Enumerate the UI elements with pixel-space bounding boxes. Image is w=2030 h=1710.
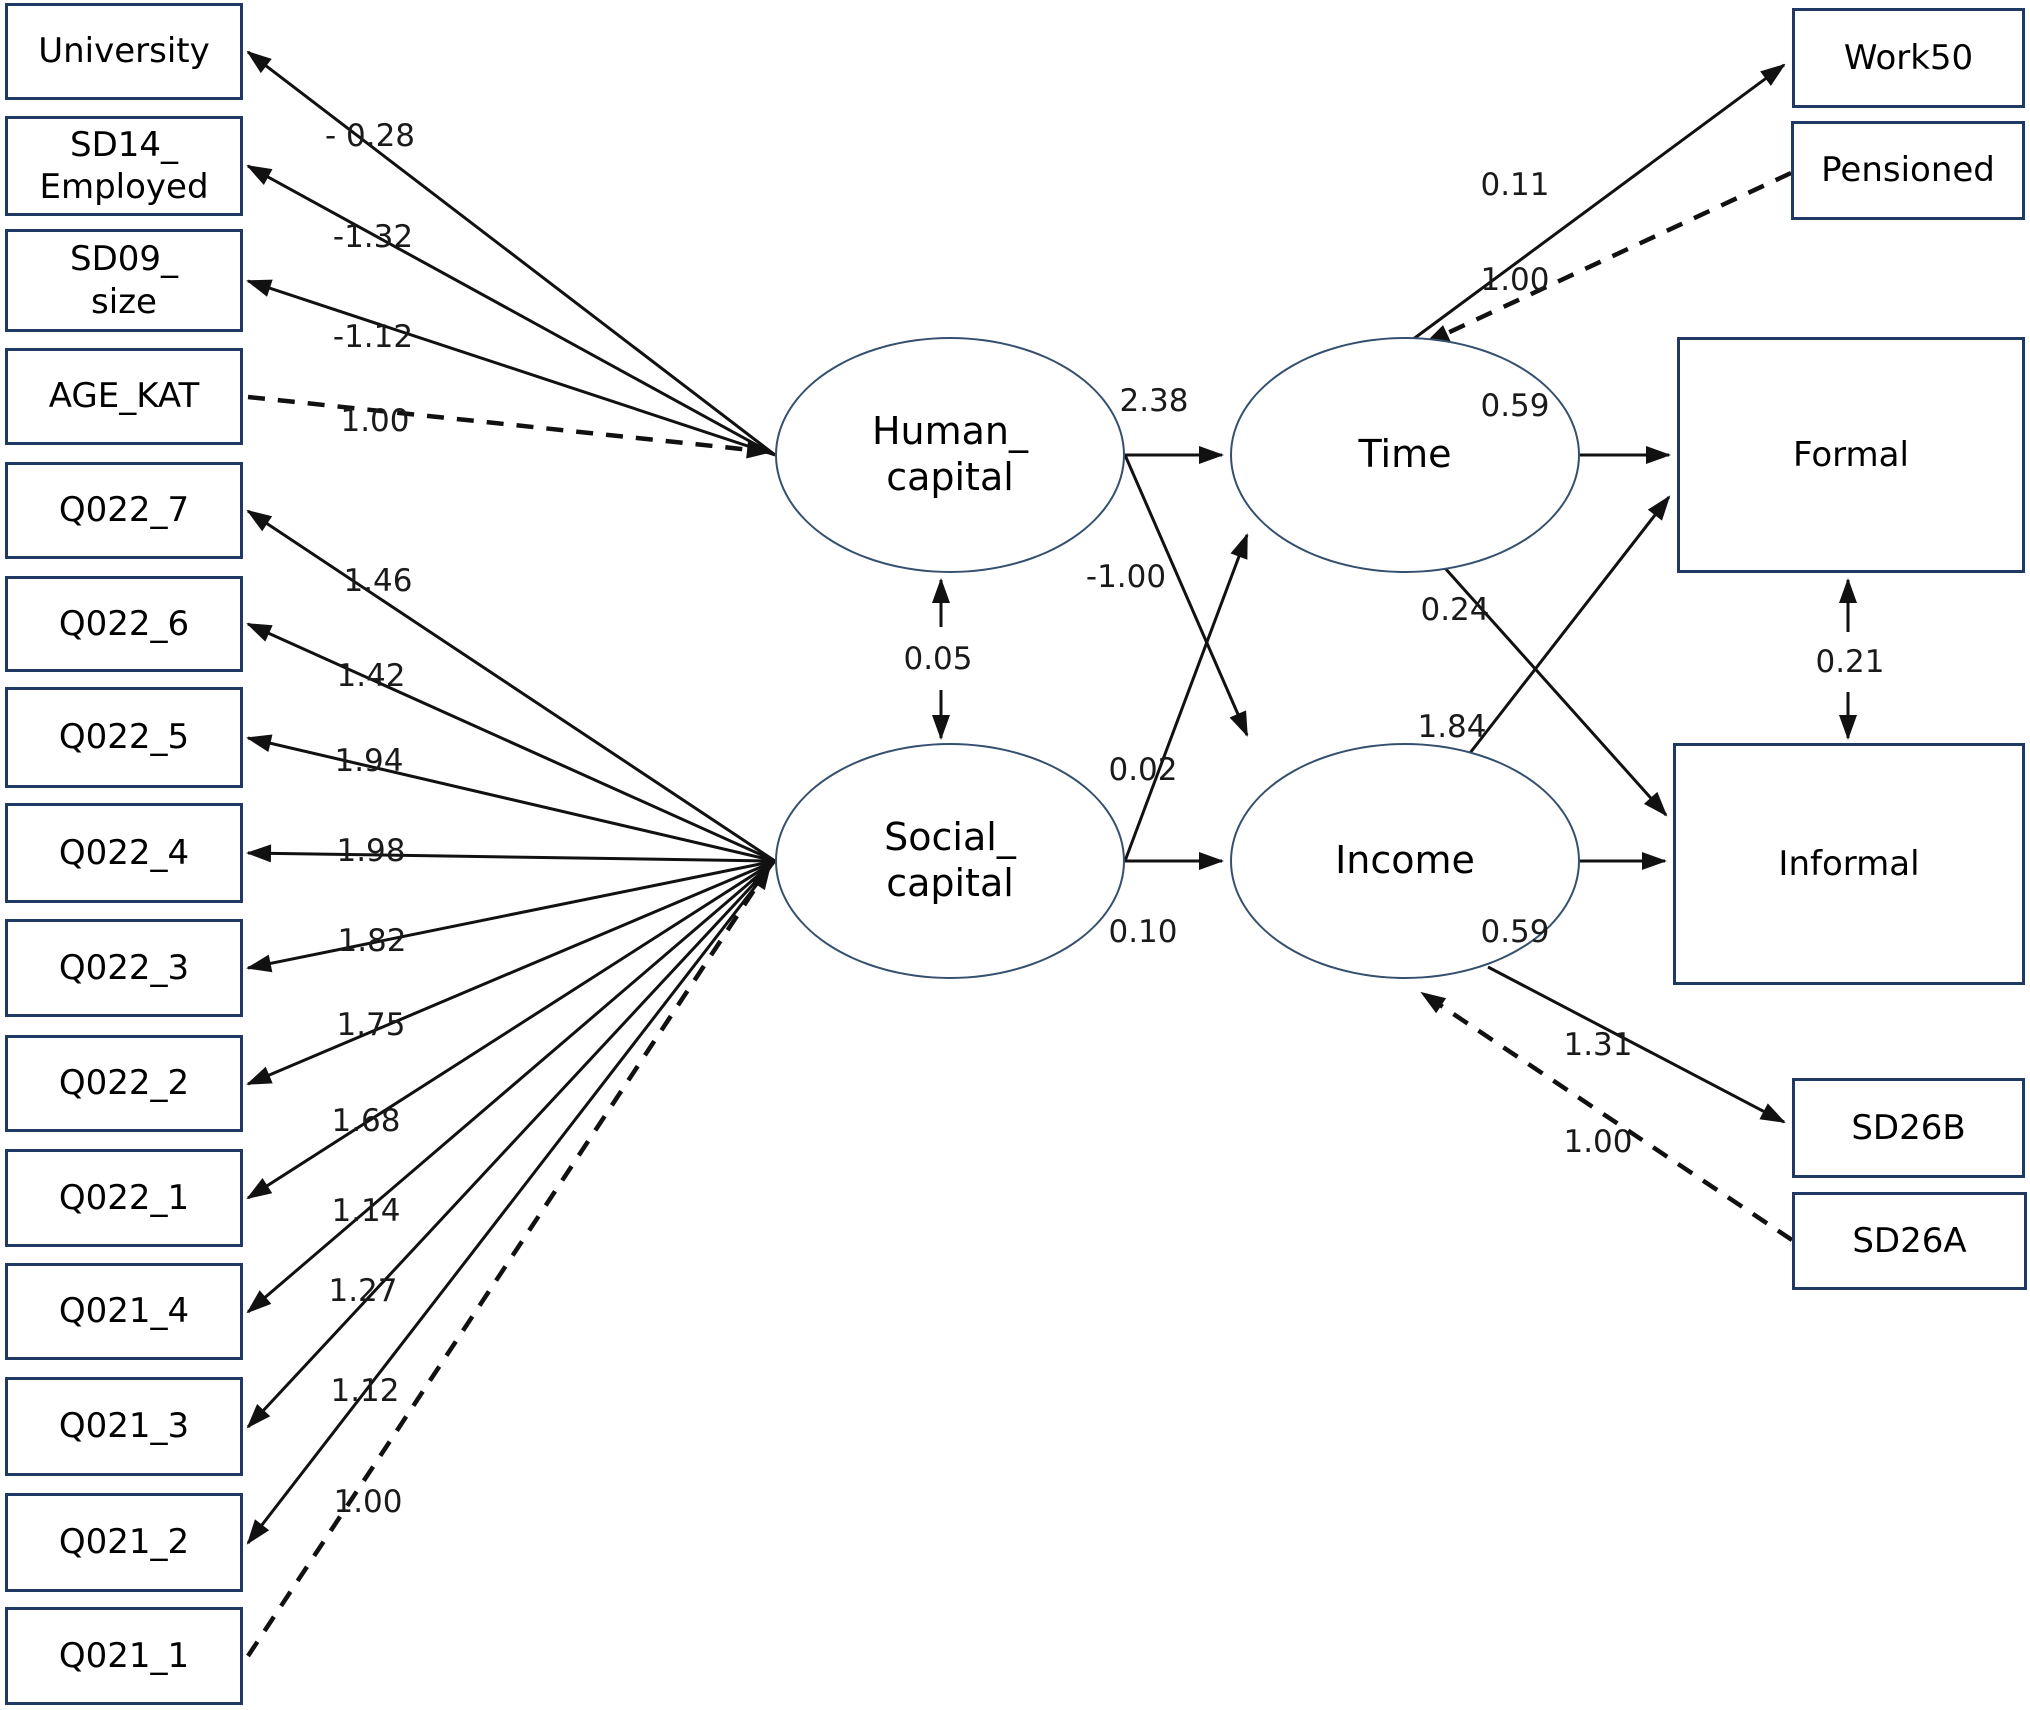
- edges-group: [246, 50, 1857, 1658]
- edge-hc-university: [246, 50, 776, 457]
- edge-sc-q022-2: [246, 859, 776, 1086]
- edge-income-sd26b: [1487, 965, 1786, 1124]
- edge-time-informal: [1442, 565, 1668, 817]
- edge-hc-sd14: [246, 164, 776, 457]
- edge-sc-q022-3: [246, 859, 776, 973]
- edge-agekat-hc: [247, 394, 772, 459]
- edge-pensioned-time: [1424, 170, 1792, 346]
- edge-hc-income: [1123, 454, 1249, 737]
- edge-sc-q021-4: [246, 859, 776, 1314]
- edge-sc-q022-7: [246, 509, 776, 863]
- edge-sc-q022-6: [246, 622, 776, 863]
- edge-sc-time: [1123, 533, 1249, 862]
- edge-sd26a-income: [1420, 991, 1794, 1242]
- edge-sc-q022-4: [246, 844, 776, 863]
- edge-time-work50: [1411, 63, 1786, 342]
- edge-income-formal: [1461, 495, 1671, 763]
- edge-sc-q022-1: [246, 859, 776, 1200]
- edge-sc-q021-2: [246, 860, 777, 1545]
- edge-sc-q022-5: [246, 734, 776, 863]
- edge-hc-sd09: [246, 279, 776, 457]
- edge-q021-1-sc: [246, 864, 772, 1658]
- edge-sc-q021-3: [246, 859, 777, 1429]
